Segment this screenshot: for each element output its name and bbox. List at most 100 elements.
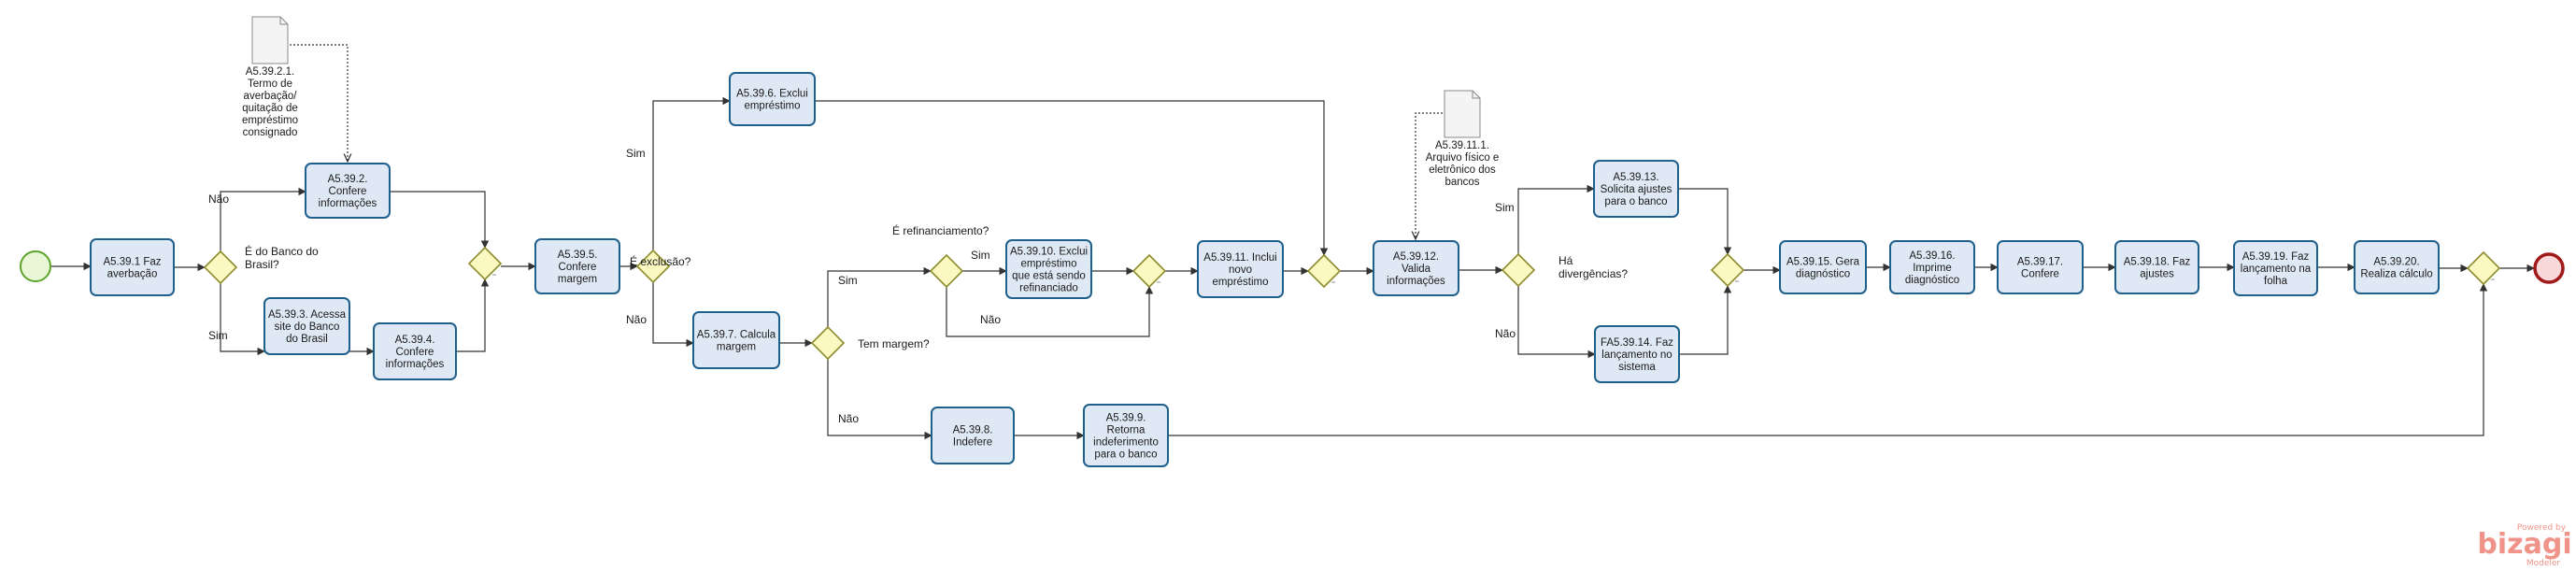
flow-g1-yes-to-t3[interactable] (220, 283, 265, 356)
flow-t6-to-g7[interactable] (815, 100, 1329, 256)
task-box[interactable] (263, 297, 350, 355)
task-box[interactable] (2354, 240, 2440, 294)
gateway-g7[interactable] (1306, 253, 1342, 289)
gateway-label-g3-line: É exclusão? (630, 254, 691, 268)
gateway-diamond[interactable] (203, 250, 238, 285)
task-box[interactable] (1779, 240, 1867, 294)
flow-g8-no-to-t14[interactable] (1517, 286, 1596, 359)
flow-g3-yes-to-t6[interactable] (652, 96, 731, 250)
edge-label-g5-sim: Sim (971, 249, 990, 262)
task-box[interactable] (1083, 404, 1169, 467)
flow-t4-to-g2[interactable] (456, 278, 490, 352)
task-t20[interactable]: A5.39.20.Realiza cálculo (2354, 240, 2440, 294)
task-box[interactable] (534, 238, 620, 294)
gateway-g10[interactable] (2466, 250, 2501, 286)
gateway-g8[interactable] (1501, 252, 1536, 288)
gateway-diamond[interactable] (467, 246, 503, 281)
gateway-g9[interactable] (1710, 252, 1745, 288)
task-box[interactable] (1593, 160, 1679, 218)
task-label-line: A5.39.17. (2017, 257, 2063, 268)
task-box[interactable] (90, 238, 175, 296)
gateway-diamond[interactable] (1501, 252, 1536, 288)
gateway-diamond[interactable] (1131, 253, 1167, 289)
task-box[interactable] (692, 311, 780, 369)
task-box[interactable] (1197, 240, 1284, 298)
flow-g8-yes-to-t13[interactable] (1517, 184, 1595, 254)
task-label-line: A5.39.6. Exclui (736, 89, 808, 100)
document-icon[interactable] (251, 16, 289, 64)
gateway-g1[interactable] (203, 250, 238, 285)
gateway-g4[interactable] (810, 325, 846, 361)
task-t8[interactable]: A5.39.8.Indefere (931, 407, 1015, 464)
task-t17[interactable]: A5.39.17.Confere (1997, 240, 2084, 294)
task-label-line: A5.39.8. (953, 425, 993, 436)
flow-g1-no-to-t2[interactable] (220, 187, 306, 251)
gateway-label-g4: Tem margem? (858, 337, 930, 350)
gateway-diamond[interactable] (1306, 253, 1342, 289)
gateway-g6[interactable] (1131, 253, 1167, 289)
flow-t14-to-g9[interactable] (1679, 285, 1732, 355)
task-box[interactable] (729, 72, 816, 126)
task-box[interactable] (1594, 325, 1680, 383)
task-box[interactable] (931, 407, 1015, 464)
start-event[interactable] (20, 250, 51, 282)
flow-t9-to-end-gateway[interactable] (1168, 283, 2488, 436)
task-label-line: A5.39.15. Gera (1786, 257, 1860, 268)
task-box[interactable] (1889, 240, 1975, 294)
flow-g5-no-to-g6[interactable] (946, 286, 1154, 337)
watermark-brand: bizagi (2477, 528, 2571, 561)
task-label-line: Retorna (1107, 425, 1146, 436)
flow-t13-to-g9[interactable] (1678, 188, 1732, 255)
gateway-diamond[interactable] (635, 249, 671, 284)
task-label-line: A5.39.11. Inclui (1203, 252, 1276, 264)
end-event[interactable] (2533, 252, 2565, 284)
gateway-g2[interactable] (467, 246, 503, 281)
task-box[interactable] (305, 163, 391, 219)
task-box[interactable] (2233, 240, 2318, 296)
gateway-diamond[interactable] (810, 325, 846, 361)
document-icon[interactable] (1444, 90, 1481, 138)
flow-g4-no-to-t8[interactable] (827, 359, 932, 440)
flow-g4-yes-to-g5[interactable] (827, 266, 932, 327)
task-box[interactable] (1005, 239, 1092, 299)
gateway-g3[interactable] (635, 249, 671, 284)
task-box[interactable] (2114, 240, 2199, 294)
edge-label-g5-nao: Não (980, 313, 1001, 326)
watermark-product: Modeler (2526, 559, 2561, 568)
flow-t2-to-g2[interactable] (390, 191, 490, 249)
task-box[interactable] (1997, 240, 2084, 294)
task-label-line: Imprime (1913, 263, 1952, 274)
document-label-line: A5.39.2.1. (246, 66, 294, 78)
gateway-diamond[interactable] (1710, 252, 1745, 288)
flow-g3-no-to-t7[interactable] (652, 282, 694, 348)
gateway-diamond[interactable] (929, 253, 964, 289)
task-box[interactable] (1373, 240, 1459, 296)
gateway-g5[interactable] (929, 253, 964, 289)
gateway-diamond[interactable] (2466, 250, 2501, 286)
task-box[interactable] (373, 322, 457, 380)
